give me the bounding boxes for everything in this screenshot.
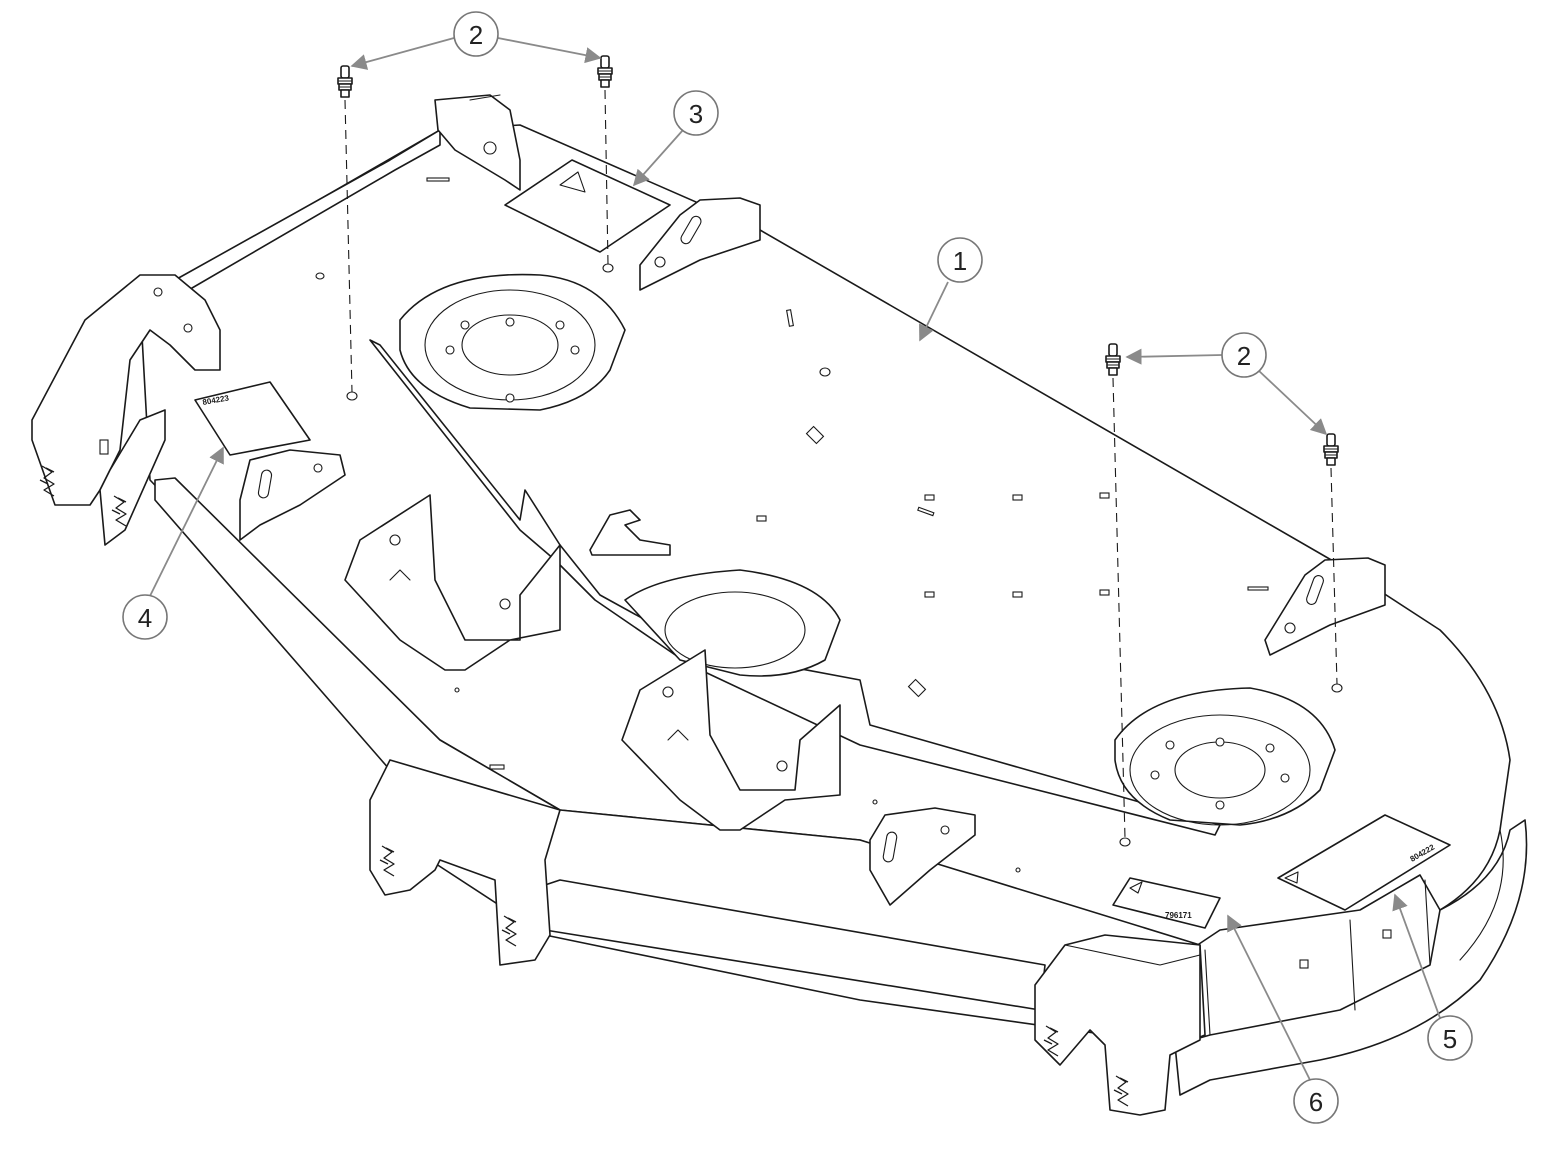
center-bracket-right (621, 649, 841, 831)
callout-3: 3 (673, 90, 719, 136)
callout-label: 2 (469, 20, 483, 50)
callout-label: 2 (1237, 341, 1251, 371)
front-mount-bracket (869, 807, 976, 906)
spindle-right (1114, 687, 1336, 826)
bolt-right-2 (1323, 433, 1339, 466)
callout-label: 6 (1309, 1087, 1323, 1117)
decal-rear (504, 159, 671, 253)
bolt-rear-left (337, 65, 353, 98)
side-bracket-right (1264, 557, 1386, 656)
left-mount-bracket (239, 449, 346, 541)
callout-label: 3 (689, 99, 703, 129)
callout-2-right: 2 (1221, 332, 1267, 378)
deck-shell: 804223 (31, 94, 1528, 1116)
front-gauge-bracket-left (369, 759, 561, 966)
rear-bracket-left (434, 94, 521, 191)
decal-front-code: 796171 (1165, 911, 1192, 920)
callout-6: 6 (1293, 1078, 1339, 1124)
decal-right: 804222 (1277, 814, 1451, 911)
deck-holes (315, 177, 1343, 873)
callout-2-top: 2 (453, 11, 499, 57)
bolt-rear-right (597, 55, 613, 88)
rear-bracket-right (639, 197, 761, 291)
callout-label: 5 (1443, 1024, 1457, 1054)
decal-left: 804223 (194, 381, 311, 456)
leader-lines (149, 37, 1441, 1081)
spindle-center (624, 569, 841, 677)
left-gauge-bracket (31, 274, 221, 546)
callout-5: 5 (1427, 1015, 1473, 1061)
bolts (337, 55, 1339, 839)
spindle-left (399, 273, 626, 411)
decal-front: 796171 (1112, 877, 1221, 929)
callouts: 2 3 1 2 4 5 6 (122, 11, 1473, 1124)
center-bracket-left (344, 494, 561, 671)
callout-label: 1 (953, 246, 967, 276)
callout-4: 4 (122, 594, 168, 640)
callout-label: 4 (138, 603, 152, 633)
callout-1: 1 (937, 237, 983, 283)
bolt-right-1 (1105, 343, 1121, 376)
front-gauge-bracket-right (1034, 934, 1201, 1116)
